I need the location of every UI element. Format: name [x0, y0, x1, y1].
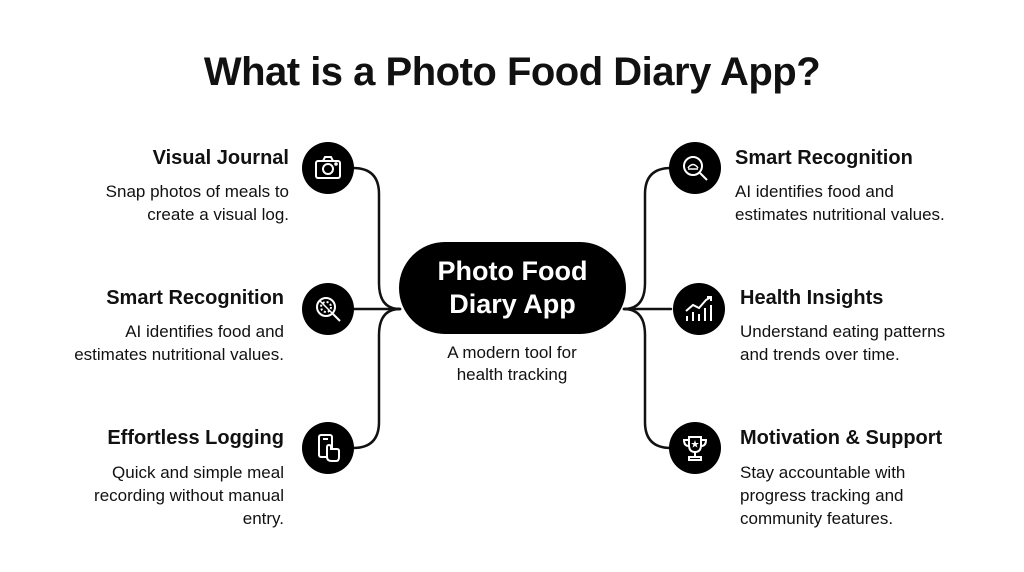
node-title: Visual Journal	[152, 147, 289, 169]
connector-left-bottom	[351, 307, 402, 450]
node-title: Smart Recognition	[106, 287, 284, 309]
central-topic: Photo Food Diary App	[399, 242, 626, 334]
node-description: Snap photos of meals to create a visual …	[105, 182, 289, 224]
node-title: Health Insights	[740, 287, 884, 309]
node-description: Stay accountable with progress tracking …	[740, 463, 906, 528]
central-subtitle: A modern tool for health tracking	[447, 343, 577, 384]
node-title: Motivation & Support	[740, 427, 943, 449]
food-magnifier-icon	[669, 142, 721, 194]
trophy-icon	[669, 422, 721, 474]
chart-icon	[673, 283, 725, 335]
node-description: Understand eating patterns and trends ov…	[740, 322, 946, 364]
connector-left-top	[351, 166, 402, 311]
node-description: AI identifies food and estimates nutriti…	[74, 322, 284, 364]
connector-right-bottom	[622, 307, 673, 450]
camera-icon	[302, 142, 354, 194]
node-title: Smart Recognition	[735, 147, 913, 169]
node-description: AI identifies food and estimates nutriti…	[735, 182, 945, 224]
food-scan-icon	[302, 283, 354, 335]
connector-right-top	[622, 166, 673, 311]
node-description: Quick and simple meal recording without …	[94, 463, 284, 528]
page-title: What is a Photo Food Diary App?	[203, 50, 821, 94]
phone-tap-icon	[302, 422, 354, 474]
node-title: Effortless Logging	[107, 427, 284, 449]
